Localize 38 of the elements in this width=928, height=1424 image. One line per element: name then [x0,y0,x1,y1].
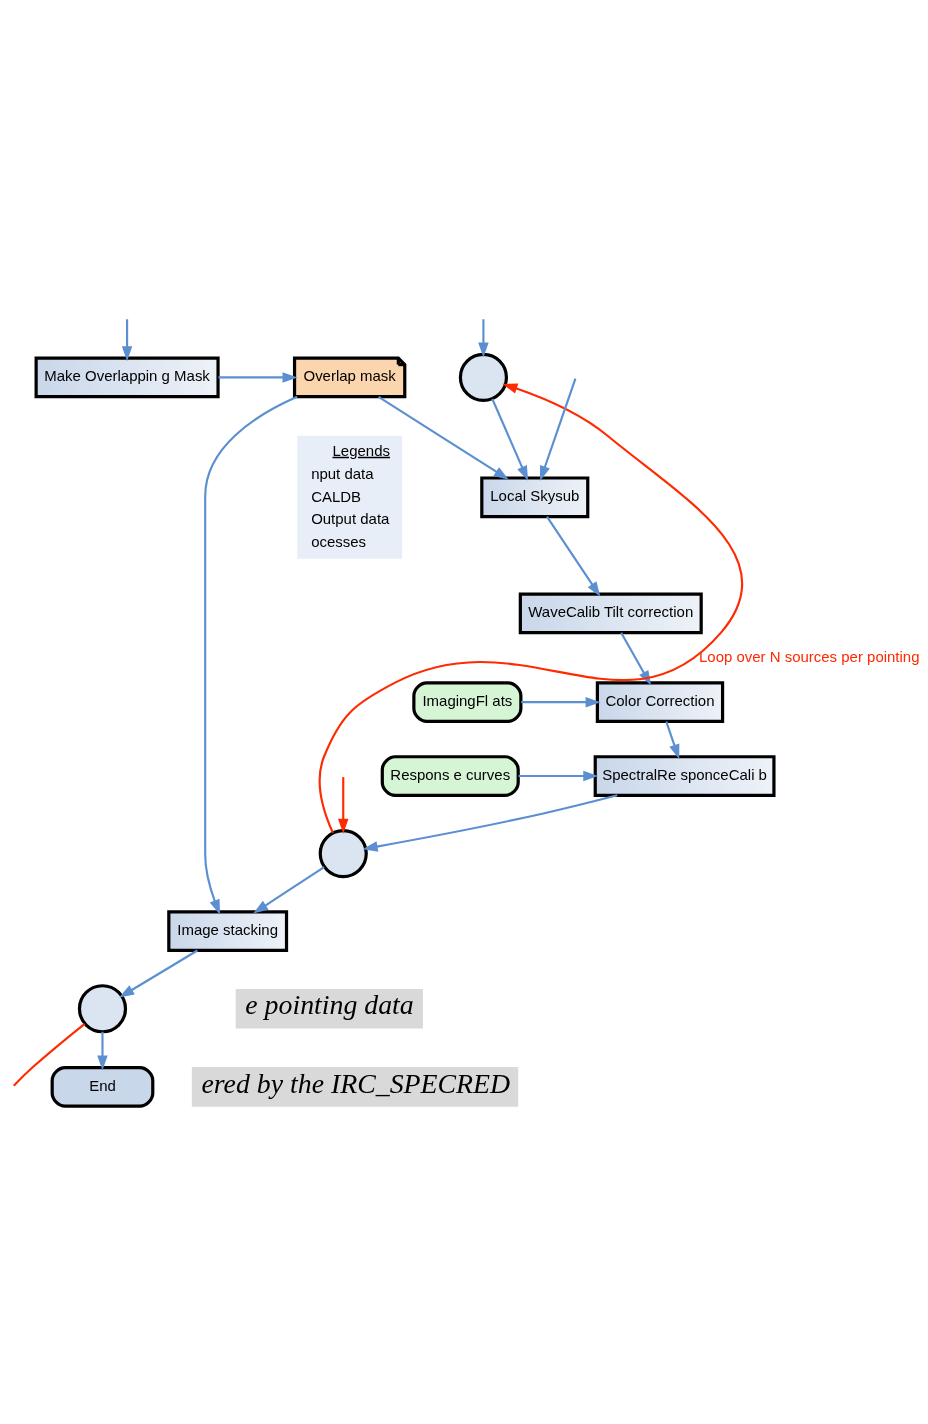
node-box: Color Correction [595,680,724,723]
connector [12,1022,85,1086]
node-box: Make Overlappin g Mask [34,356,220,398]
legend-label: Output data [310,509,389,527]
arrow [121,318,132,361]
label: e pointing data [244,988,414,1020]
arrow [664,720,679,759]
arrow [217,371,297,383]
arrow [520,696,601,707]
node-box: ImagingFl ats [411,680,522,723]
arrow [545,515,600,597]
arrow [517,770,598,781]
node-box: Respons e curves [380,754,520,797]
node-circle [458,352,508,402]
node-box: Image stacking [166,909,288,952]
label: ered by the IRC_SPECRED [200,1067,510,1099]
arrow [252,865,325,913]
arrow [362,793,617,852]
legend-label: ocesses [310,532,366,550]
arrow [377,395,509,480]
arrow [96,1031,108,1070]
legend-label: nput data [310,464,374,482]
legend-label: CALDB [310,487,361,505]
arrow [337,776,348,834]
arrow [203,395,298,915]
node-box: Local Skysub [479,475,589,518]
node-circle [77,983,127,1033]
node-box: End [50,1065,154,1108]
node-circle [318,828,368,878]
edge-label: Loop over N sources per pointing [698,647,920,665]
arrow [490,398,528,481]
arrow [118,949,198,998]
arrow [477,318,489,357]
node-box: WaveCalib Tilt correction [518,592,703,634]
label: Legends [332,441,390,459]
arrow [318,383,743,833]
node-box: SpectralRe sponceCali b [593,754,776,797]
arrow [539,377,576,481]
